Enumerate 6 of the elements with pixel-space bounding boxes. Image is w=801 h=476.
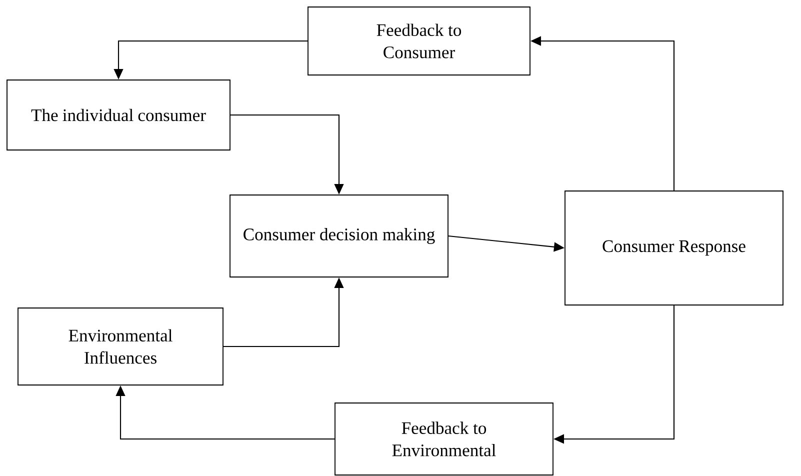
process-box: Feedback to Environmental — [334, 402, 554, 476]
process-box: Consumer decision making — [230, 194, 448, 278]
process-box: Consumer Response — [564, 190, 784, 306]
process-box: Feedback to Consumer — [308, 6, 530, 76]
process-box: The individual consumer — [6, 80, 230, 150]
process-box: Environmental Influences — [18, 308, 224, 386]
